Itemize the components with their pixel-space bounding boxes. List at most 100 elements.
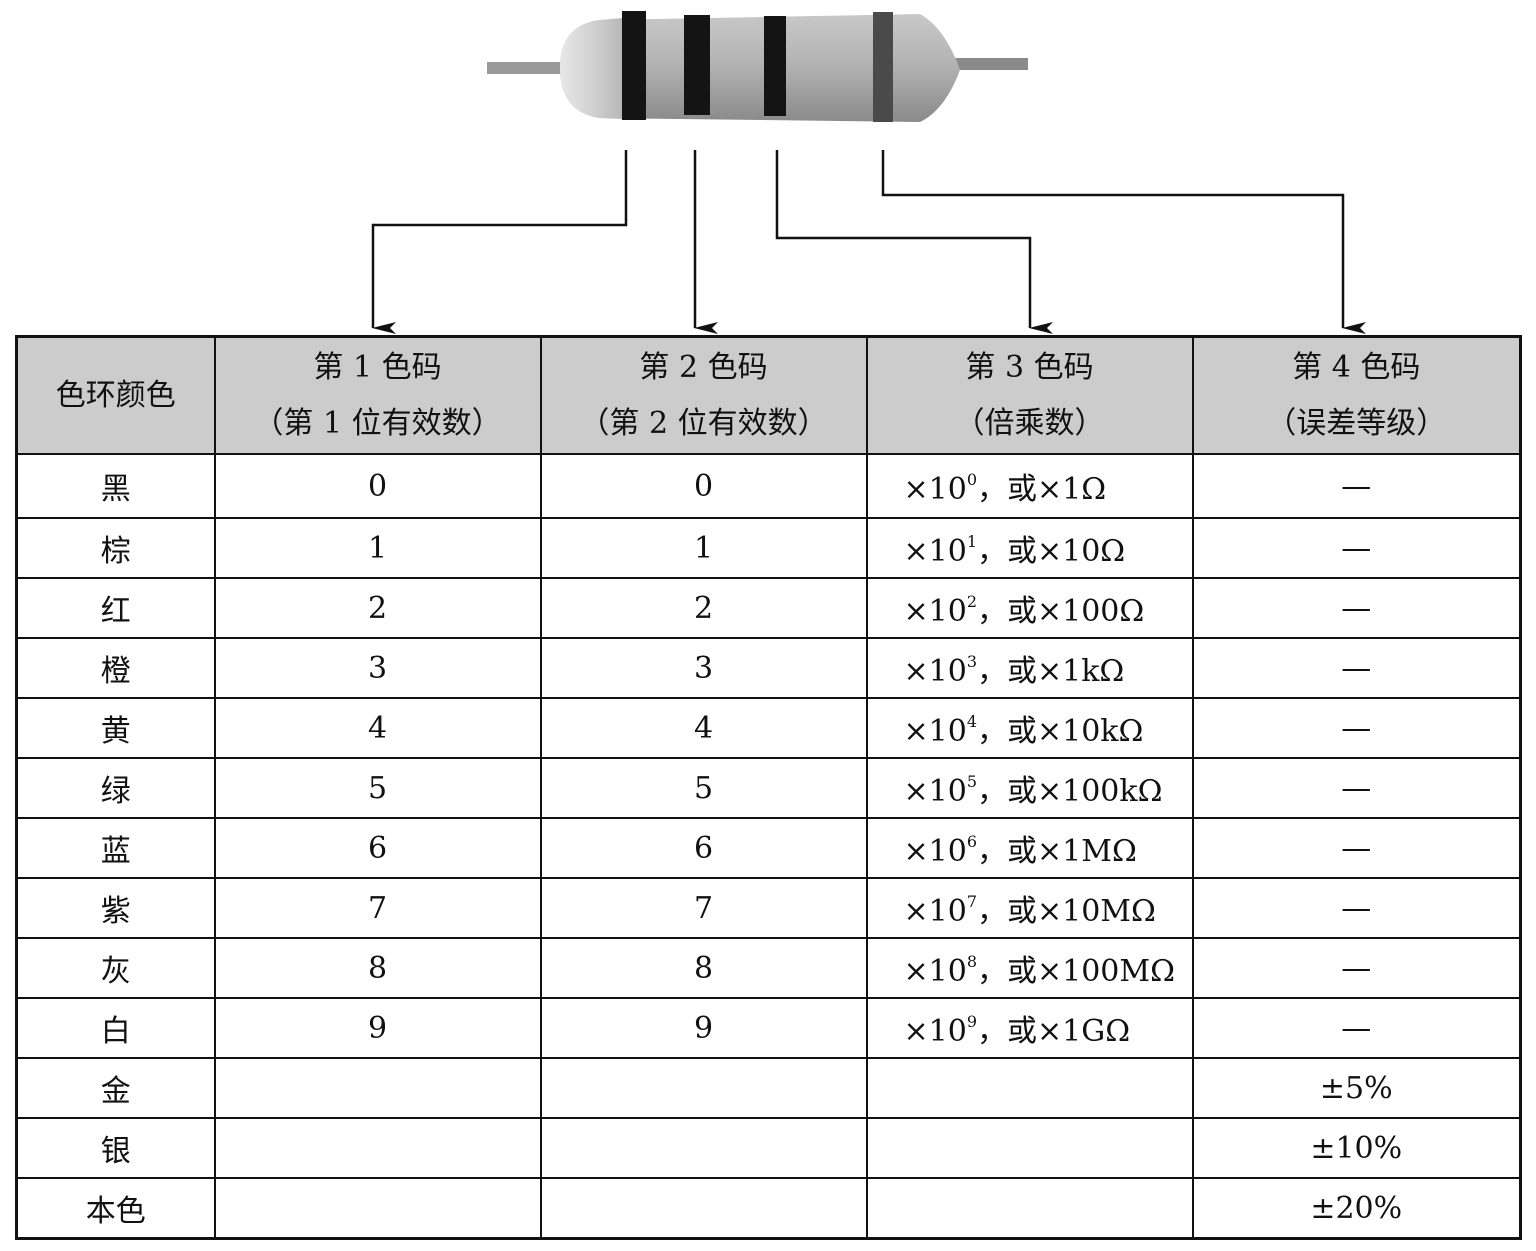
cell-tolerance: —: [1191, 577, 1522, 639]
cell-ring-color: 灰: [15, 937, 216, 999]
cell-multiplier: ×102，或×100Ω: [865, 577, 1194, 639]
band-leader-lines: [371, 150, 1366, 334]
leader-arrow-band-1: [371, 150, 628, 334]
cell-digit-2: 6: [539, 817, 868, 879]
multiplier-base: ×10: [903, 834, 967, 869]
cell-digit-2: 5: [539, 757, 868, 819]
cell-multiplier: ×108，或×100MΩ: [865, 937, 1194, 999]
multiplier-alt: ，或×100kΩ: [977, 774, 1163, 809]
multiplier-exponent: 4: [966, 712, 977, 731]
cell-digit-2: [539, 1117, 868, 1179]
multiplier-alt: ，或×10MΩ: [977, 894, 1156, 929]
multiplier-alt: ，或×1kΩ: [977, 654, 1125, 689]
resistor-band-4: [873, 12, 893, 122]
cell-digit-2: 0: [539, 453, 868, 519]
header-band-4: 第 4 色码 （误差等级）: [1191, 335, 1522, 455]
cell-digit-1: 3: [213, 637, 542, 699]
leader-arrow-band-3: [775, 150, 1053, 334]
cell-digit-2: 9: [539, 997, 868, 1059]
multiplier-base: ×10: [903, 954, 967, 989]
cell-digit-1: [213, 1117, 542, 1179]
header-line2: （第 1 位有效数）: [253, 405, 502, 441]
header-line1: 第 2 色码: [639, 349, 768, 385]
cell-digit-2: 8: [539, 937, 868, 999]
resistor-band-3: [764, 16, 786, 116]
cell-multiplier: ×106，或×1MΩ: [865, 817, 1194, 879]
cell-multiplier: ×100，或×1Ω: [865, 453, 1194, 519]
cell-tolerance: —: [1191, 877, 1522, 939]
cell-multiplier: [865, 1057, 1194, 1119]
cell-multiplier: ×107，或×10MΩ: [865, 877, 1194, 939]
table-row: 金 ±5%: [15, 1057, 1522, 1119]
cell-multiplier: ×109，或×1GΩ: [865, 997, 1194, 1059]
header-line1: 色环颜色: [55, 377, 176, 413]
multiplier-exponent: 6: [966, 832, 977, 851]
header-line1: 第 3 色码: [965, 349, 1094, 385]
cell-ring-color: 金: [15, 1057, 216, 1119]
table-row: 银 ±10%: [15, 1117, 1522, 1179]
cell-tolerance: —: [1191, 817, 1522, 879]
multiplier-exponent: 3: [966, 652, 977, 671]
multiplier-exponent: 7: [966, 892, 977, 911]
table-row: 蓝 6 6×106，或×1MΩ—: [15, 817, 1522, 879]
cell-multiplier: ×104，或×10kΩ: [865, 697, 1194, 759]
resistor-band-2: [684, 15, 710, 115]
cell-multiplier: ×101，或×10Ω: [865, 517, 1194, 579]
cell-ring-color: 本色: [15, 1177, 216, 1240]
cell-multiplier: ×103，或×1kΩ: [865, 637, 1194, 699]
resistor-lead-right: [940, 58, 1028, 70]
cell-ring-color: 白: [15, 997, 216, 1059]
cell-digit-1: 0: [213, 453, 542, 519]
cell-digit-1: 4: [213, 697, 542, 759]
resistor-diagram: [371, 11, 1366, 334]
cell-ring-color: 蓝: [15, 817, 216, 879]
cell-ring-color: 绿: [15, 757, 216, 819]
multiplier-exponent: 9: [966, 1012, 977, 1031]
cell-multiplier: [865, 1177, 1194, 1240]
cell-multiplier: ×105，或×100kΩ: [865, 757, 1194, 819]
multiplier-base: ×10: [903, 1014, 967, 1049]
cell-ring-color: 银: [15, 1117, 216, 1179]
header-line1: 第 4 色码: [1292, 349, 1421, 385]
cell-digit-2: 7: [539, 877, 868, 939]
multiplier-base: ×10: [903, 714, 967, 749]
color-code-table: 色环颜色 第 1 色码 （第 1 位有效数） 第 2 色码 （第 2 位有效数）…: [15, 335, 1522, 1240]
cell-ring-color: 棕: [15, 517, 216, 579]
cell-ring-color: 红: [15, 577, 216, 639]
cell-digit-2: 4: [539, 697, 868, 759]
resistor-band-1: [622, 11, 646, 120]
multiplier-exponent: 2: [966, 592, 977, 611]
cell-digit-2: [539, 1057, 868, 1119]
cell-ring-color: 橙: [15, 637, 216, 699]
multiplier-alt: ，或×100MΩ: [977, 954, 1175, 989]
multiplier-base: ×10: [903, 774, 967, 809]
header-line1: 第 1 色码: [313, 349, 442, 385]
table-header-row: 色环颜色 第 1 色码 （第 1 位有效数） 第 2 色码 （第 2 位有效数）…: [15, 335, 1522, 455]
cell-digit-2: 2: [539, 577, 868, 639]
multiplier-base: ×10: [903, 534, 967, 569]
cell-tolerance: —: [1191, 453, 1522, 519]
multiplier-base: ×10: [903, 594, 967, 629]
cell-digit-1: 9: [213, 997, 542, 1059]
cell-digit-1: [213, 1057, 542, 1119]
cell-tolerance: ±20%: [1191, 1177, 1522, 1240]
header-band-1: 第 1 色码 （第 1 位有效数）: [213, 335, 542, 455]
multiplier-alt: ，或×1Ω: [977, 472, 1107, 507]
cell-tolerance: ±5%: [1191, 1057, 1522, 1119]
cell-digit-1: 8: [213, 937, 542, 999]
multiplier-alt: ，或×100Ω: [977, 594, 1145, 629]
cell-tolerance: ±10%: [1191, 1117, 1522, 1179]
cell-tolerance: —: [1191, 937, 1522, 999]
cell-ring-color: 黑: [15, 453, 216, 519]
cell-multiplier: [865, 1117, 1194, 1179]
cell-digit-2: [539, 1177, 868, 1240]
multiplier-exponent: 8: [966, 952, 977, 971]
cell-digit-1: 2: [213, 577, 542, 639]
multiplier-base: ×10: [903, 894, 967, 929]
